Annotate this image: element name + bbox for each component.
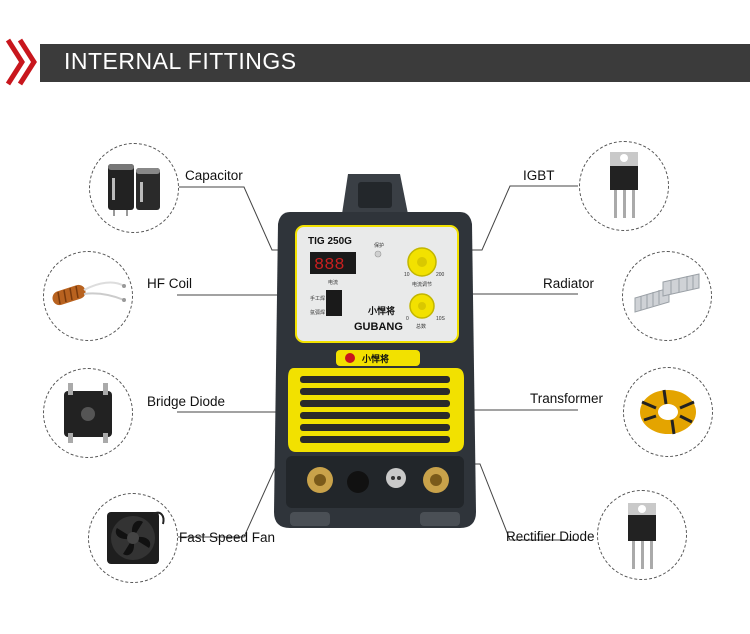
part-label-rectifier-diode: Rectifier Diode	[506, 529, 595, 544]
radiator-icon	[634, 273, 700, 313]
brand-en-label: GUBANG	[354, 321, 403, 333]
part-label-transformer: Transformer	[530, 391, 604, 406]
part-label-hf-coil: HF Coil	[147, 276, 193, 291]
page-title: INTERNAL FITTINGS	[64, 48, 297, 74]
badge-brand: 小悍将	[361, 353, 389, 364]
hf-coil-thumb	[43, 251, 133, 341]
transformer-icon	[640, 389, 696, 435]
bridge-diode-thumb	[43, 368, 133, 458]
fan-thumb	[88, 493, 178, 583]
radiator-thumb	[622, 251, 712, 341]
part-label-capacitor: Capacitor	[185, 168, 243, 183]
display-readout: 888	[314, 256, 345, 275]
mode-argon-label: 氩弧焊	[310, 309, 325, 316]
igbt-thumb	[579, 141, 669, 231]
protect-label: 保护	[374, 242, 384, 249]
rectifier-diode-icon	[628, 503, 656, 569]
chevron-right-icon	[5, 38, 37, 86]
mode-manual-label: 手工焊	[310, 295, 325, 302]
current-adjust-label: 电流调节	[412, 281, 432, 288]
knob1-min: 10	[404, 272, 410, 278]
bridge-diode-icon	[64, 383, 112, 443]
knob2-min: 0	[406, 316, 409, 322]
part-label-igbt: IGBT	[523, 168, 555, 183]
section-header: INTERNAL FITTINGS	[0, 38, 750, 86]
current-label: 电流	[328, 279, 338, 286]
knob2-max: 10S	[436, 316, 446, 322]
knob2-label: 总数	[416, 323, 426, 330]
hf-coil-icon	[52, 281, 126, 306]
model-label: TIG 250G	[308, 236, 352, 247]
part-label-bridge-diode: Bridge Diode	[147, 394, 226, 409]
part-label-fast-speed-fan: Fast Speed Fan	[179, 530, 276, 545]
knob1-max: 200	[436, 272, 445, 278]
capacitor-icon	[108, 164, 160, 216]
welding-machine: 888 TIG 250G 保护 电流 手工焊 氩弧焊 小悍将 GUBANG 10…	[274, 174, 476, 528]
brand-cn-label: 小悍将	[367, 305, 395, 316]
transformer-thumb	[623, 367, 713, 457]
igbt-icon	[610, 152, 638, 218]
header-bar	[40, 44, 750, 82]
rectifier-diode-thumb	[597, 490, 687, 580]
fan-icon	[107, 511, 165, 564]
part-label-radiator: Radiator	[543, 276, 595, 291]
capacitor-thumb	[89, 143, 179, 233]
